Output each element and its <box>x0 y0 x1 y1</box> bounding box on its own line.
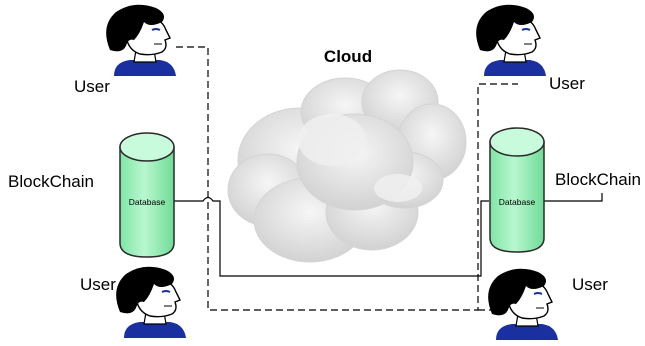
database-left: Database <box>119 132 175 258</box>
user-bottom-left-label: User <box>80 275 116 294</box>
user-top-left <box>105 3 177 77</box>
blockchain-right-label: BlockChain <box>555 170 641 189</box>
connectors <box>174 46 603 311</box>
database-right: Database <box>489 127 545 253</box>
user-bottom-left <box>115 265 187 339</box>
cloud-title: Cloud <box>324 47 372 66</box>
database-cylinder-icon <box>119 132 175 258</box>
user-head-icon <box>487 267 559 341</box>
user-head-icon <box>105 3 177 77</box>
user-head-icon <box>115 265 187 339</box>
user-head-icon <box>475 3 547 77</box>
dashed-connector-users <box>176 46 518 311</box>
user-top-right-label: User <box>549 74 585 93</box>
database-right-label: Database <box>499 197 536 207</box>
database-cylinder-icon <box>489 127 545 253</box>
solid-connector-databases <box>174 196 489 277</box>
solid-connector-right-label <box>544 193 603 202</box>
user-top-right <box>475 3 547 77</box>
user-bottom-right-label: User <box>572 275 608 294</box>
cloud-icon <box>227 69 467 263</box>
user-bottom-right <box>487 267 559 341</box>
blockchain-left-label: BlockChain <box>8 172 94 191</box>
database-left-label: Database <box>129 197 166 207</box>
user-top-left-label: User <box>74 77 110 96</box>
